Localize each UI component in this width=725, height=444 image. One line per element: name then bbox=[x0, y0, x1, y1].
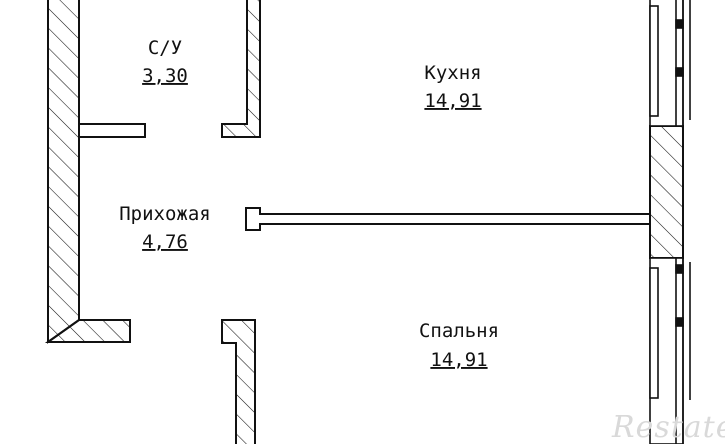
window-upper-handle-2 bbox=[675, 67, 684, 77]
wall-left-outer bbox=[47, 0, 80, 344]
watermark-logo: Restate bbox=[611, 410, 725, 444]
wall-right-pier bbox=[649, 125, 684, 259]
room-labels: С/У 3,30 Кухня 14,91 Прихожая 4,76 Спаль… bbox=[119, 37, 499, 371]
wall-partition bbox=[245, 207, 651, 231]
wall-bathroom-stub-left bbox=[78, 123, 146, 138]
window-lower-handle-2 bbox=[675, 317, 684, 327]
window-lower-sill bbox=[649, 267, 659, 399]
windows bbox=[649, 0, 691, 444]
walls bbox=[44, 0, 684, 444]
room-area-hallway: 4,76 bbox=[142, 231, 188, 253]
room-name-bathroom: С/У bbox=[148, 37, 182, 59]
wall-central-lower bbox=[221, 319, 256, 444]
room-area-bathroom: 3,30 bbox=[142, 65, 188, 87]
window-lower-handle-1 bbox=[675, 264, 684, 274]
window-upper-sill bbox=[649, 5, 659, 117]
room-area-kitchen: 14,91 bbox=[424, 90, 481, 112]
room-area-bedroom: 14,91 bbox=[430, 349, 487, 371]
window-upper-handle-1 bbox=[675, 19, 684, 29]
wall-bathroom-right bbox=[221, 0, 261, 138]
room-name-kitchen: Кухня bbox=[424, 62, 481, 84]
wall-left-bottom-stub bbox=[44, 319, 131, 343]
room-name-bedroom: Спальня bbox=[419, 320, 499, 342]
room-name-hallway: Прихожая bbox=[119, 203, 211, 225]
